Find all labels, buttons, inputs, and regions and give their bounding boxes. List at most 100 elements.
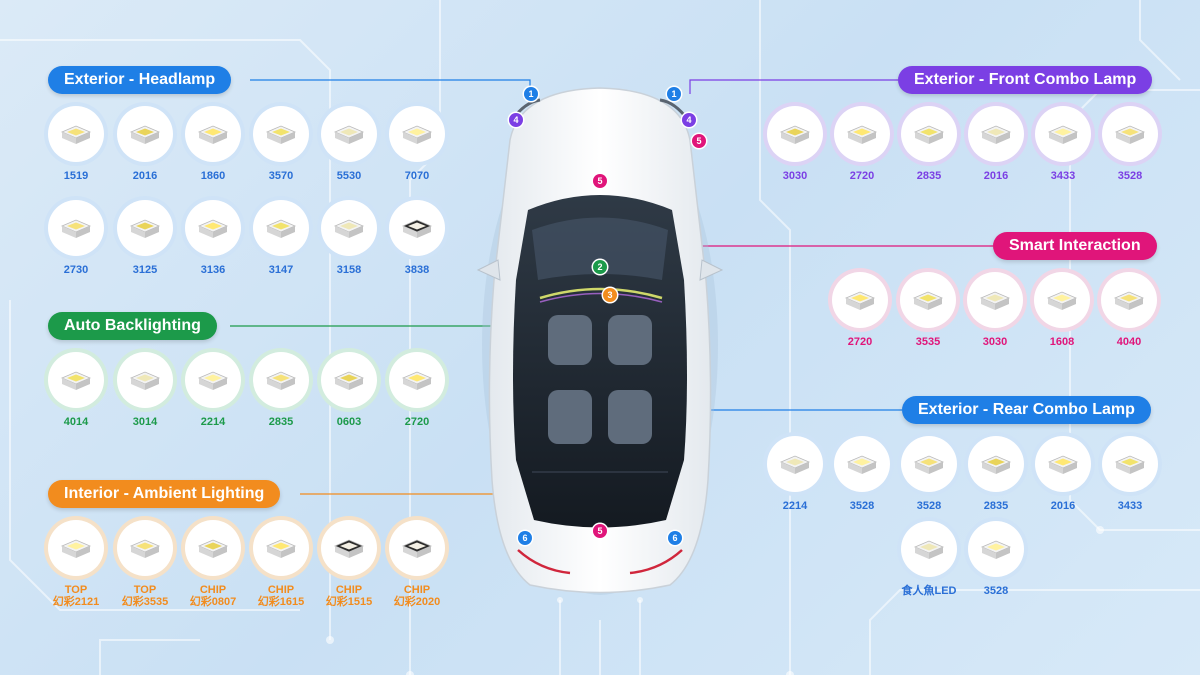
front-led-label-0: 3030 (782, 170, 808, 182)
led-package-icon (265, 539, 297, 558)
led-package-icon (60, 371, 92, 390)
headlamp-led-0 (48, 106, 104, 162)
headlamp-led-10 (321, 200, 377, 256)
rear-led-label-5: 3433 (1117, 500, 1143, 512)
rear-led-label-4: 2016 (1050, 500, 1076, 512)
front-led-label-4: 3433 (1050, 170, 1076, 182)
led-package-icon (1114, 455, 1146, 474)
rear-led-1 (834, 436, 890, 492)
headlamp-led-label-5: 7070 (404, 170, 430, 182)
ambient-led-4 (321, 520, 377, 576)
led-package-icon (1113, 291, 1145, 310)
position-marker-4: 4 (509, 113, 523, 127)
led-package-icon (779, 125, 811, 144)
headlamp-led-9 (253, 200, 309, 256)
backlight-led-label-1: 3014 (132, 416, 158, 428)
led-package-icon (844, 291, 876, 310)
led-package-icon (129, 125, 161, 144)
ambient-led-0 (48, 520, 104, 576)
front-title-pill: Exterior - Front Combo Lamp (898, 66, 1153, 94)
position-marker-6: 6 (668, 531, 682, 545)
position-marker-2: 2 (593, 260, 607, 274)
led-package-icon (197, 125, 229, 144)
backlight-led-4 (321, 352, 377, 408)
backlight-led-label-0: 4014 (63, 416, 89, 428)
headlamp-led-label-0: 1519 (63, 170, 89, 182)
led-package-icon (333, 125, 365, 144)
rear-led-6 (901, 521, 957, 577)
led-package-icon (60, 539, 92, 558)
front-led-4 (1035, 106, 1091, 162)
led-package-icon (846, 125, 878, 144)
ambient-led-1 (117, 520, 173, 576)
rear-led-label-2: 3528 (916, 500, 942, 512)
led-package-icon (333, 539, 365, 558)
led-package-icon (60, 219, 92, 238)
ambient-led-5 (389, 520, 445, 576)
smart-led-2 (967, 272, 1023, 328)
headlamp-led-3 (253, 106, 309, 162)
led-package-icon (913, 455, 945, 474)
led-package-icon (1047, 125, 1079, 144)
headlamp-led-label-6: 2730 (63, 264, 89, 276)
front-led-0 (767, 106, 823, 162)
smart-led-4 (1101, 272, 1157, 328)
led-package-icon (1114, 125, 1146, 144)
led-package-icon (197, 219, 229, 238)
rear-led-label-3: 2835 (983, 500, 1009, 512)
led-package-icon (401, 371, 433, 390)
front-led-2 (901, 106, 957, 162)
led-package-icon (846, 455, 878, 474)
rear-led-0 (767, 436, 823, 492)
headlamp-led-6 (48, 200, 104, 256)
headlamp-led-label-1: 2016 (132, 170, 158, 182)
backlight-led-0 (48, 352, 104, 408)
position-marker-1: 1 (667, 87, 681, 101)
backlight-led-label-5: 2720 (404, 416, 430, 428)
led-package-icon (980, 540, 1012, 559)
headlamp-led-1 (117, 106, 173, 162)
led-package-icon (60, 125, 92, 144)
headlamp-led-7 (117, 200, 173, 256)
smart-led-label-0: 2720 (847, 336, 873, 348)
position-marker-6: 6 (518, 531, 532, 545)
led-package-icon (401, 539, 433, 558)
ambient-led-3 (253, 520, 309, 576)
led-package-icon (980, 455, 1012, 474)
headlamp-led-label-3: 3570 (268, 170, 294, 182)
headlamp-led-2 (185, 106, 241, 162)
led-package-icon (980, 125, 1012, 144)
smart-led-label-1: 3535 (915, 336, 941, 348)
headlamp-led-label-10: 3158 (336, 264, 362, 276)
headlamp-led-label-4: 5530 (336, 170, 362, 182)
rear-led-label-7: 3528 (983, 585, 1009, 597)
headlamp-led-11 (389, 200, 445, 256)
front-led-label-2: 2835 (916, 170, 942, 182)
rear-title-pill: Exterior - Rear Combo Lamp (902, 396, 1151, 424)
ambient-title-pill: Interior - Ambient Lighting (48, 480, 281, 508)
smart-led-0 (832, 272, 888, 328)
led-package-icon (401, 125, 433, 144)
front-led-1 (834, 106, 890, 162)
headlamp-led-label-11: 3838 (404, 264, 430, 276)
smart-led-label-3: 1608 (1049, 336, 1075, 348)
front-led-label-5: 3528 (1117, 170, 1143, 182)
headlamp-led-5 (389, 106, 445, 162)
backlight-title-pill: Auto Backlighting (48, 312, 217, 340)
ambient-led-2 (185, 520, 241, 576)
front-combo-connector (689, 79, 898, 94)
smart-led-label-2: 3030 (982, 336, 1008, 348)
led-package-icon (779, 455, 811, 474)
led-package-icon (979, 291, 1011, 310)
headlamp-led-label-7: 3125 (132, 264, 158, 276)
led-package-icon (1047, 455, 1079, 474)
led-package-icon (129, 371, 161, 390)
position-marker-4: 4 (682, 113, 696, 127)
position-marker-5: 5 (593, 174, 607, 188)
backlight-led-2 (185, 352, 241, 408)
led-package-icon (333, 371, 365, 390)
headlamp-led-8 (185, 200, 241, 256)
